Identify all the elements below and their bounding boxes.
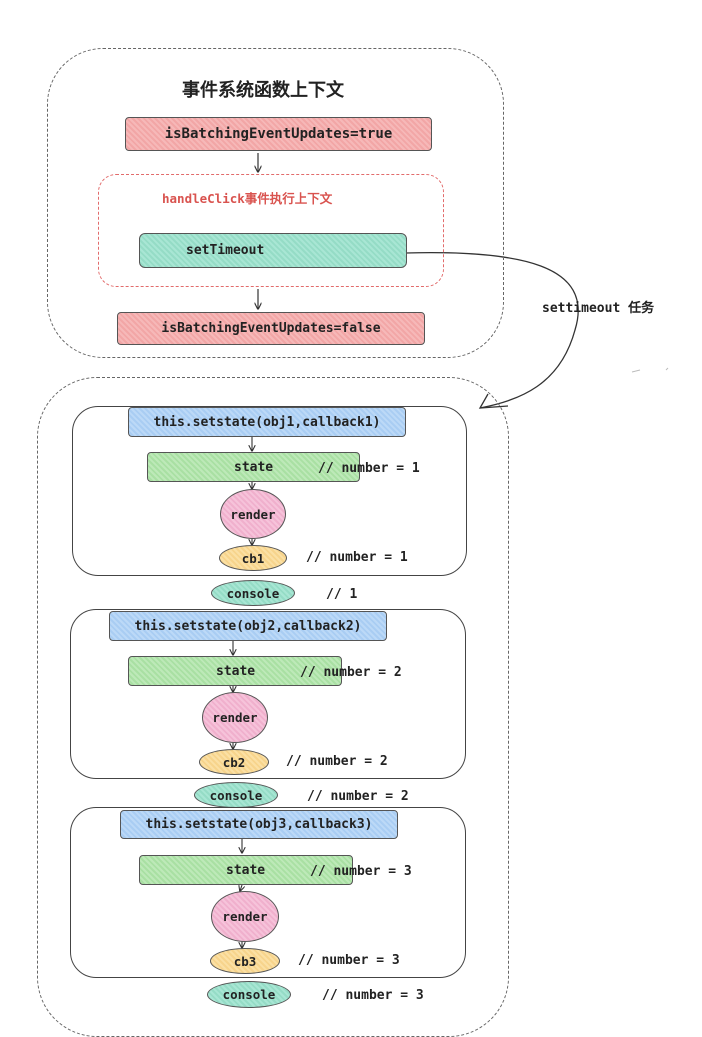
callback-node-3: cb3: [210, 948, 280, 974]
settimeout-box: setTimeout: [139, 233, 407, 268]
setstate-group-2-frame: [70, 609, 466, 779]
state-box-2: state: [128, 656, 342, 686]
event-system-context-frame: [47, 48, 504, 358]
render-node-3: render: [211, 891, 279, 942]
render-node-2: render: [202, 692, 268, 743]
state-note-1: // number = 1: [318, 461, 420, 476]
callback-node-2: cb2: [199, 749, 269, 775]
settimeout-task-label: settimeout 任务: [542, 301, 655, 316]
state-note-3: // number = 3: [310, 864, 412, 879]
setstate-call-1: this.setstate(obj1,callback1): [128, 407, 406, 437]
console-note-2: // number = 2: [307, 789, 409, 804]
handleclick-context-label: handleClick事件执行上下文: [162, 191, 333, 206]
state-box-3: state: [139, 855, 353, 885]
callback-note-3: // number = 3: [298, 953, 400, 968]
state-note-2: // number = 2: [300, 665, 402, 680]
state-box-1: state: [147, 452, 360, 482]
setstate-group-1-frame: [72, 406, 467, 576]
console-node-2: console: [194, 782, 278, 808]
batching-on-box: isBatchingEventUpdates=true: [125, 117, 432, 151]
handleclick-context-frame: [98, 174, 444, 287]
setstate-call-3: this.setstate(obj3,callback3): [120, 810, 398, 839]
callback-node-1: cb1: [219, 545, 287, 571]
batching-off-box: isBatchingEventUpdates=false: [117, 312, 425, 345]
setstate-group-3-frame: [70, 807, 466, 978]
console-note-1: // 1: [326, 587, 358, 602]
console-node-1: console: [211, 580, 295, 606]
callback-note-2: // number = 2: [286, 754, 388, 769]
setstate-call-2: this.setstate(obj2,callback2): [109, 611, 387, 641]
event-system-context-title: 事件系统函数上下文: [182, 80, 344, 101]
console-note-3: // number = 3: [322, 988, 424, 1003]
console-node-3: console: [207, 981, 291, 1008]
callback-note-1: // number = 1: [306, 550, 408, 565]
render-node-1: render: [220, 489, 286, 539]
